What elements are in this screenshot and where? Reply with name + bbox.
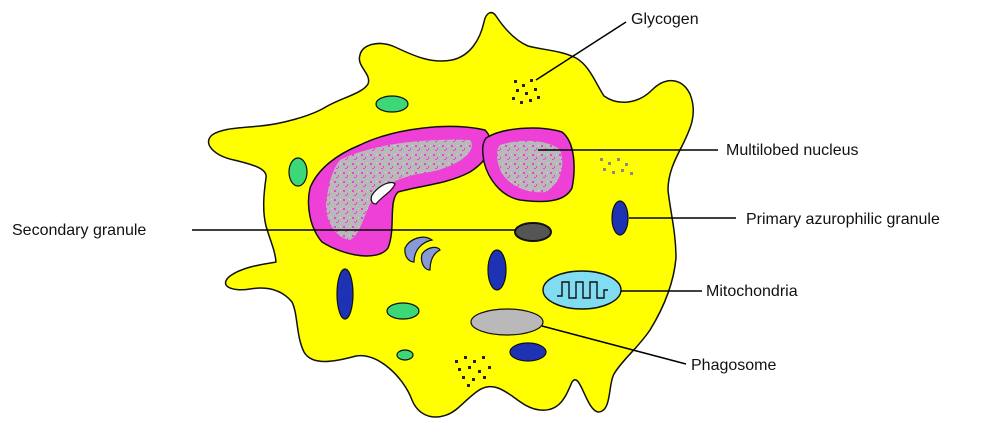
green-organelle-small [397,350,413,360]
primary-granule-center [488,250,506,290]
primary-granule-bottom [510,343,546,361]
green-organelle-middle [387,303,419,319]
mitochondrion [543,271,621,309]
phagosome [471,309,543,335]
green-organelle-top [376,96,408,112]
green-organelle-left [289,158,307,186]
label-mitochondria: Mitochondria [706,283,798,300]
primary-granule-left [337,269,353,319]
label-primary-azurophilic-granule: Primary azurophilic granule [746,211,940,228]
label-secondary-granule: Secondary granule [12,222,146,239]
label-phagosome: Phagosome [691,357,776,374]
label-multilobed-nucleus: Multilobed nucleus [726,142,859,159]
label-glycogen: Glycogen [631,11,699,28]
secondary-granule [515,223,551,241]
primary-granule-right [612,201,628,235]
